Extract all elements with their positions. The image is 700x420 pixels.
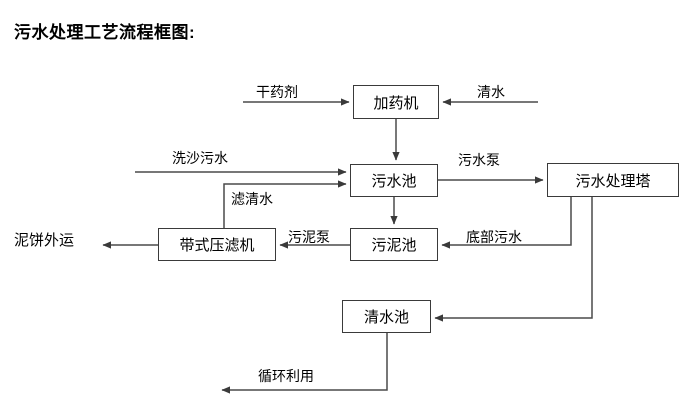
edge-label-sand-wash-sewage: 洗沙污水: [172, 150, 228, 166]
node-treatment-tower[interactable]: 污水处理塔: [547, 163, 679, 197]
wire-bottom-sewage-to-sludge-pool: [441, 197, 572, 249]
node-sewage-pool-label: 污水池: [371, 173, 417, 190]
node-dosing-machine-label: 加药机: [373, 94, 419, 112]
node-sludge-pool[interactable]: 污泥池: [350, 228, 438, 261]
edge-label-sludge-pump: 污泥泵: [288, 229, 330, 245]
node-sewage-pool[interactable]: 污水池: [350, 164, 438, 197]
edge-label-recycle-reuse: 循环利用: [258, 368, 314, 384]
edge-label-dry-chemical: 干药剂: [256, 84, 298, 100]
edge-label-clean-water-in: 清水: [477, 84, 505, 100]
wire-filtered-water-to-sewage-pool: [223, 180, 347, 228]
node-belt-filter-press-label: 带式压滤机: [179, 237, 255, 254]
terminal-label-mud-cake-out: 泥饼外运: [14, 232, 75, 249]
node-clean-water-pool-label: 清水池: [363, 309, 409, 326]
page-title: 污水处理工艺流程框图:: [14, 23, 196, 42]
node-clean-water-pool[interactable]: 清水池: [342, 300, 431, 333]
edge-label-sewage-pump: 污水泵: [458, 152, 500, 168]
wire-clean-water-pool-to-recycle: [221, 333, 388, 394]
node-belt-filter-press[interactable]: 带式压滤机: [158, 228, 276, 261]
edge-label-filtered-water: 滤清水: [231, 191, 273, 207]
node-treatment-tower-label: 污水处理塔: [575, 172, 651, 190]
node-sludge-pool-label: 污泥池: [371, 237, 417, 254]
wire-tower-to-clean-water-pool: [434, 197, 593, 322]
edge-label-bottom-sewage: 底部污水: [466, 229, 522, 245]
node-dosing-machine[interactable]: 加药机: [353, 85, 439, 119]
